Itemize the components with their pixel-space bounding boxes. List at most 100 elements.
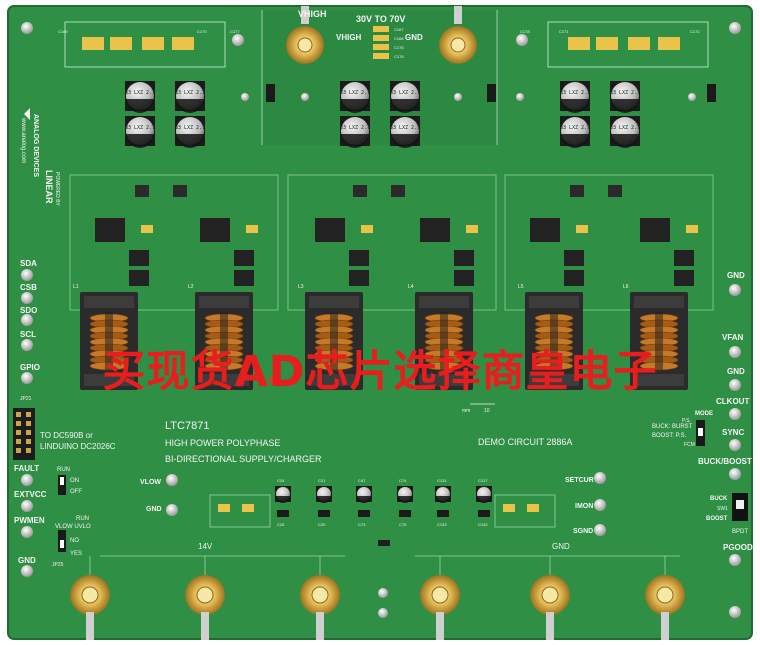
mosfet-group (420, 218, 478, 286)
label-sw1: SW1 (717, 506, 728, 512)
power-terminal (185, 556, 225, 640)
label-boost: BOOST (706, 516, 728, 522)
label-fcm: FCM (684, 442, 695, 448)
ref-c176: C176 (394, 54, 404, 59)
label-buck-boost: BUCK/BOOST (698, 457, 752, 466)
inductor-label: L5 (518, 284, 524, 290)
label-sgnd: SGND (573, 528, 593, 535)
bottom-cap-ref: C47 (358, 478, 366, 483)
watermark-overlay: 买现货AD芯片选择商皇电子 (102, 347, 658, 397)
demo-circuit: DEMO CIRCUIT 2886A (478, 437, 572, 447)
electrolytic-cap: 33 LXZ 2.7 (390, 116, 420, 148)
part-number: LTC7871 (165, 420, 209, 432)
cap-marking: 33 LXZ 2.7 (560, 125, 590, 131)
pin-scl: SCL (20, 330, 36, 339)
electrolytic-cap: 33 LXZ 2.7 (340, 81, 370, 113)
bottom-cap-ref: C133 (437, 522, 447, 527)
cap-marking: 33 LXZ 2.7 (125, 90, 155, 96)
bottom-cap-ref: C127 (478, 478, 488, 483)
connector-note-2: LINDUINO DC2026C (40, 442, 116, 451)
label-buck-burst: BUCK: BURST (652, 424, 693, 430)
vhigh-title: VHIGH (298, 9, 327, 19)
electrolytic-cap: 33 LXZ 2.7 (125, 116, 155, 148)
power-terminal (70, 556, 110, 640)
ref-c175: C175 (394, 45, 404, 50)
pin-csb: CSB (20, 283, 37, 292)
label-clkout: CLKOUT (716, 397, 749, 406)
cap-marking: 33 LXZ 2.7 (125, 125, 155, 131)
label-on: ON (70, 478, 79, 484)
label-gnd-left: GND (18, 556, 36, 565)
inductor-l5: L5 (518, 284, 583, 390)
power-terminal (420, 556, 460, 640)
mosfet-group (640, 218, 698, 286)
ref-c167: C167 (394, 27, 404, 32)
electrolytic-capacitors: 33 LXZ 2.7 33 LXZ 2.7 33 LXZ 2.7 33 LXZ 2.7… (125, 81, 640, 148)
title-line2: BI-DIRECTIONAL SUPPLY/CHARGER (165, 454, 322, 464)
cap-marking: 33 LXZ 2.7 (390, 90, 420, 96)
label-imon: IMON (575, 503, 593, 510)
cap-marking: 33 LXZ 2.7 (175, 125, 205, 131)
scale-mm: mm (462, 408, 470, 414)
top-left-cap-pads (82, 37, 194, 50)
label-extvcc: EXTVCC (14, 490, 47, 499)
electrolytic-cap: 33 LXZ 2.7 (390, 81, 420, 113)
ref-c168: C168 (394, 36, 404, 41)
bottom-cap-ref: C21 (318, 478, 326, 483)
cap-marking: 33 LXZ 2.7 (390, 125, 420, 131)
label-bpdt: BPDT (732, 529, 748, 535)
electrolytic-cap: 33 LXZ 2.7 (125, 81, 155, 113)
inductor-label: L3 (298, 284, 304, 290)
pin-sda: SDA (20, 259, 37, 268)
power-terminal (645, 556, 685, 640)
ref-c177: C177 (230, 29, 240, 34)
inductor-label: L1 (73, 284, 79, 290)
brand-linear: LINEAR (44, 170, 54, 204)
label-pgood: PGOOD (723, 543, 753, 552)
inductor-label: L6 (623, 284, 629, 290)
ref-c172: C172 (690, 29, 700, 34)
cap-marking: 33 LXZ 2.7 (560, 90, 590, 96)
inductor-label: L4 (408, 284, 414, 290)
bottom-cap-ref: C25 (277, 522, 285, 527)
bottom-cap-ref: C131 (437, 478, 447, 483)
bottom-cap-ref: C75 (399, 522, 407, 527)
inductor-l1: L1 (73, 284, 138, 390)
ref-c171: C171 (559, 29, 569, 34)
mosfet-group (200, 218, 258, 286)
header-connector (13, 408, 35, 460)
controller-ic (353, 185, 405, 197)
voltage-range: 30V TO 70V (356, 14, 405, 24)
top-small-caps (373, 26, 389, 59)
electrolytic-cap: 33 LXZ 2.7 (175, 81, 205, 113)
controller-ic (135, 185, 187, 197)
label-setcur: SETCUR (565, 477, 594, 484)
power-terminal (300, 556, 340, 640)
label-vfan: VFAN (722, 333, 744, 342)
vhigh-terminal (286, 6, 324, 64)
vhigh-label: VHIGH (336, 33, 362, 42)
label-buck: BUCK (710, 496, 728, 502)
mosfet-group (315, 218, 373, 286)
label-vlow-uvlo: VLOW UVLO (55, 524, 91, 530)
cap-marking: 33 LXZ 2.7 (340, 90, 370, 96)
ref-c178: C178 (520, 29, 530, 34)
bottom-cap-ref: C20 (318, 522, 326, 527)
label-ps: P.S. (682, 418, 691, 424)
ref-c169: C169 (58, 29, 68, 34)
brand-powered-by: POWERED BY (54, 172, 60, 207)
bottom-cap-ref: C132 (478, 522, 488, 527)
electrolytic-cap: 33 LXZ 2.7 (560, 81, 590, 113)
pin-gpio: GPIO (20, 363, 40, 372)
controller-ic (570, 185, 622, 197)
mosfet-group (530, 218, 588, 286)
bottom-cap-ref: C73 (358, 522, 366, 527)
connector-note-1: TO DC590B or (40, 431, 93, 440)
pcb-substrate (8, 6, 752, 639)
